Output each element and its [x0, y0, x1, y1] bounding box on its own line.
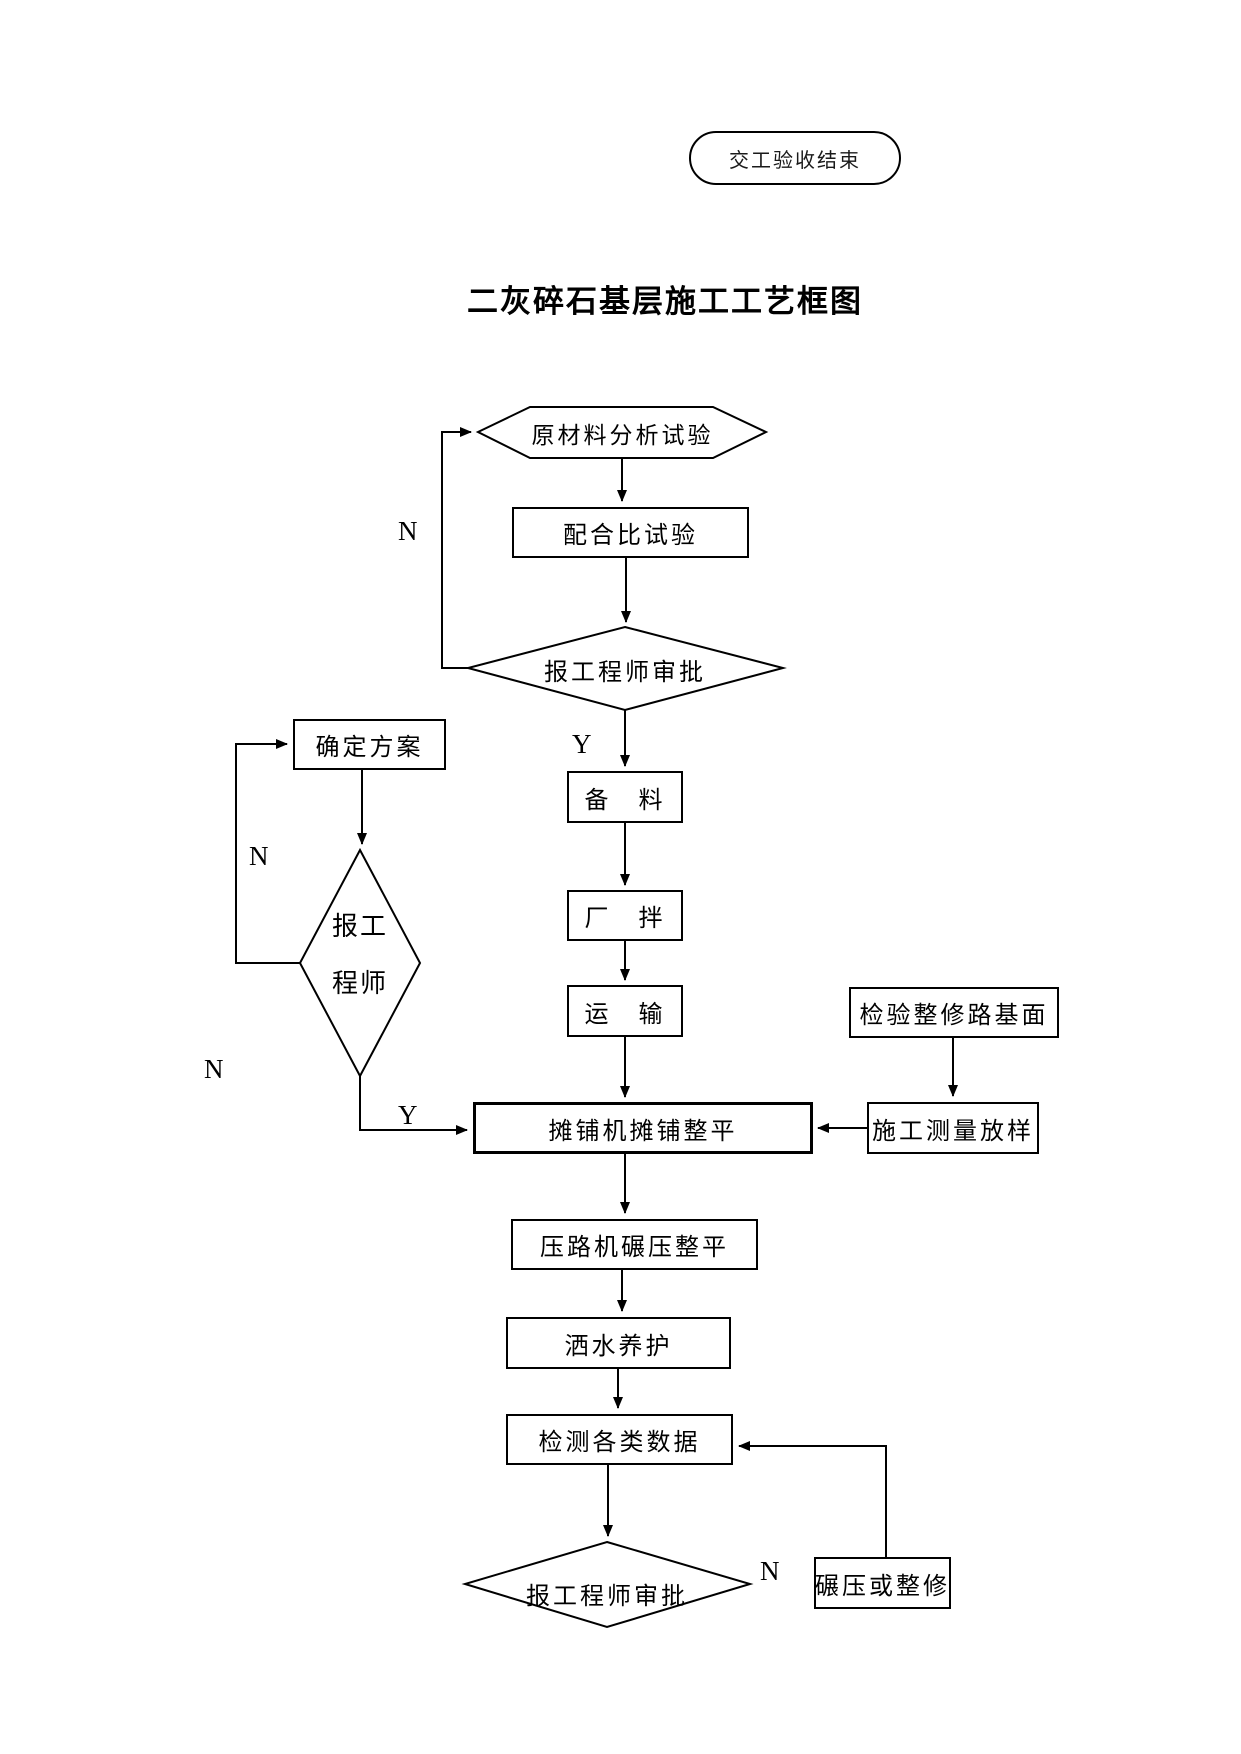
branch-label-n-recompact: N [760, 1556, 780, 1586]
diamond-engineer-approval-2 [465, 1542, 750, 1627]
hexagon-raw-material-test [478, 407, 766, 458]
node-engineer-approval-1-label: 报工程师审批 [544, 657, 706, 686]
page-title: 二灰碎石基层施工工艺框图 [467, 284, 863, 320]
branch-label-n-raw-material: N [398, 516, 418, 546]
edge-approval1-n-to-hexagon [442, 427, 472, 668]
node-engineer-approval-2-label: 报工程师审批 [526, 1581, 688, 1610]
branch-label-n-report-engineer: N [204, 1054, 224, 1084]
edge-reportengineer-n-to-confirmplan [236, 739, 300, 963]
node-survey-layout: 施工测量放样 [867, 1102, 1039, 1154]
branch-label-y-paver: Y [398, 1100, 418, 1130]
terminator-shape [690, 132, 900, 184]
node-water-curing: 洒水养护 [506, 1317, 731, 1369]
report-engineer-line1: 报工 [331, 912, 388, 942]
node-confirm-plan: 确定方案 [293, 719, 446, 770]
node-data-inspection: 检测各类数据 [506, 1414, 733, 1465]
report-engineer-line2: 程师 [331, 969, 388, 999]
node-transport: 运 输 [567, 985, 683, 1037]
node-inspect-roadbed: 检验整修路基面 [849, 987, 1059, 1038]
node-recompact-repair: 碾压或整修 [814, 1557, 951, 1609]
node-paver-spread: 摊铺机摊铺整平 [473, 1102, 813, 1154]
terminator-label: 交工验收结束 [729, 148, 861, 172]
node-plant-mix: 厂 拌 [567, 890, 683, 941]
edge-recompact-to-datainspection [738, 1441, 886, 1557]
branch-label-n-confirm-plan: N [249, 841, 269, 871]
node-raw-material-test-label: 原材料分析试验 [531, 423, 714, 449]
node-roller-compact: 压路机碾压整平 [511, 1219, 758, 1270]
node-report-engineer-label: 报工 程师 [303, 898, 417, 1008]
node-mix-ratio-test: 配合比试验 [512, 507, 749, 558]
node-prepare-material: 备 料 [567, 771, 683, 823]
branch-label-y-prepare: Y [572, 729, 592, 759]
edge-reportengineer-y-to-paver [360, 1076, 468, 1135]
